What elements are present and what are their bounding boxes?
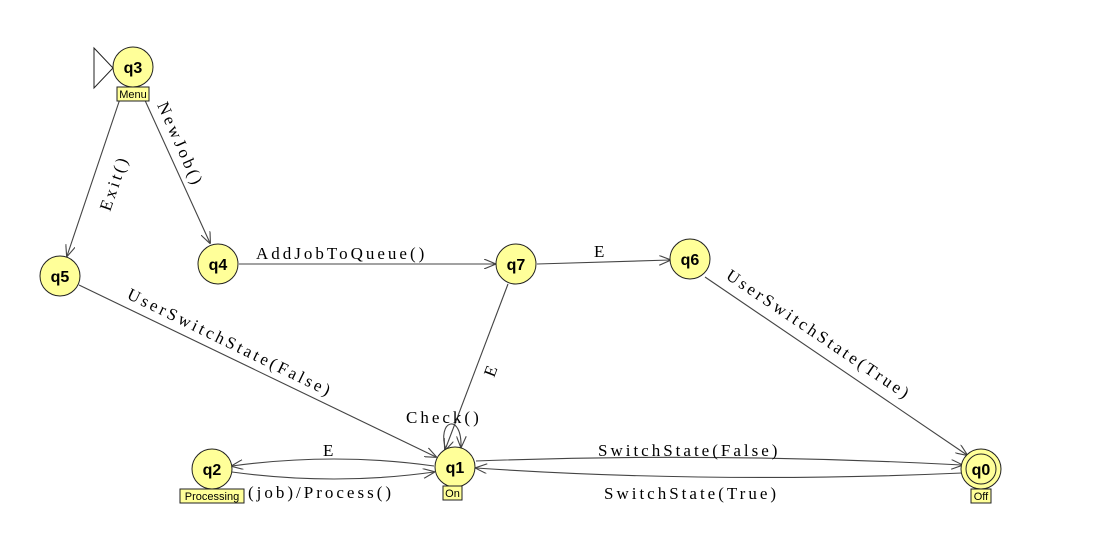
edge-q6-q0: [704, 276, 967, 455]
edge-q1-q0: [475, 456, 962, 465]
state-q0-name: q0: [972, 462, 991, 479]
label-q3-q5: Exit(): [96, 153, 133, 214]
label-q1-q2: E: [323, 441, 336, 460]
state-q3-name: q3: [124, 60, 143, 77]
state-q6-name: q6: [681, 252, 700, 269]
edge-q0-q1: [476, 468, 963, 479]
label-q1-q0: SwitchState(False): [598, 441, 780, 460]
state-q0-accepting[interactable]: q0 Off: [960, 448, 1002, 504]
edge-q1-q1-loop: [443, 423, 461, 451]
state-q1-tag-box: [442, 485, 463, 501]
state-q1-tag: On: [445, 488, 460, 500]
state-q3-tag-box: [116, 86, 150, 102]
state-q3[interactable]: q3 Menu: [112, 46, 154, 102]
state-q2[interactable]: q2 Processing: [179, 448, 245, 504]
state-q6[interactable]: q6: [669, 238, 711, 280]
label-q3-q4: NewJob(): [153, 99, 207, 190]
state-q5-name: q5: [51, 269, 70, 286]
accepting-ring: [965, 453, 997, 485]
label-q0-q1: SwitchState(True): [604, 484, 779, 503]
state-q3-tag: Menu: [119, 89, 147, 101]
state-q0-tag-box: [970, 488, 992, 504]
label-q5-q1: UserSwitchState(False): [124, 285, 336, 401]
state-q0-tag: Off: [974, 491, 989, 503]
state-q2-name: q2: [203, 462, 222, 479]
label-q6-q0: UserSwitchState(True): [723, 266, 915, 404]
initial-state-marker: [93, 46, 114, 90]
state-q4-name: q4: [209, 257, 228, 274]
edge-q1-q2: [232, 458, 435, 466]
state-q7-name: q7: [507, 257, 526, 274]
state-q5[interactable]: q5: [39, 255, 81, 297]
state-q7[interactable]: q7: [495, 243, 537, 285]
state-q1-name: q1: [446, 460, 465, 477]
state-q4[interactable]: q4: [197, 243, 239, 285]
label-q7-q1: E: [480, 360, 503, 379]
label-q4-q7: AddJobToQueue(): [256, 244, 427, 263]
edge-q5-q1: [78, 284, 436, 457]
edge-q2-q1: [231, 472, 434, 480]
label-q1-q1: Check(): [406, 408, 482, 427]
label-q7-q6: E: [594, 242, 607, 261]
edge-q3-q4: [137, 84, 210, 243]
edge-q3-q5: [67, 86, 125, 256]
edge-q7-q1: [445, 283, 509, 450]
edge-q7-q6: [536, 260, 670, 264]
state-q1[interactable]: q1 On: [434, 446, 476, 501]
state-q2-tag-box: [179, 488, 245, 504]
state-q2-tag: Processing: [185, 491, 239, 503]
label-q2-q1: (job)/Process(): [248, 483, 394, 502]
